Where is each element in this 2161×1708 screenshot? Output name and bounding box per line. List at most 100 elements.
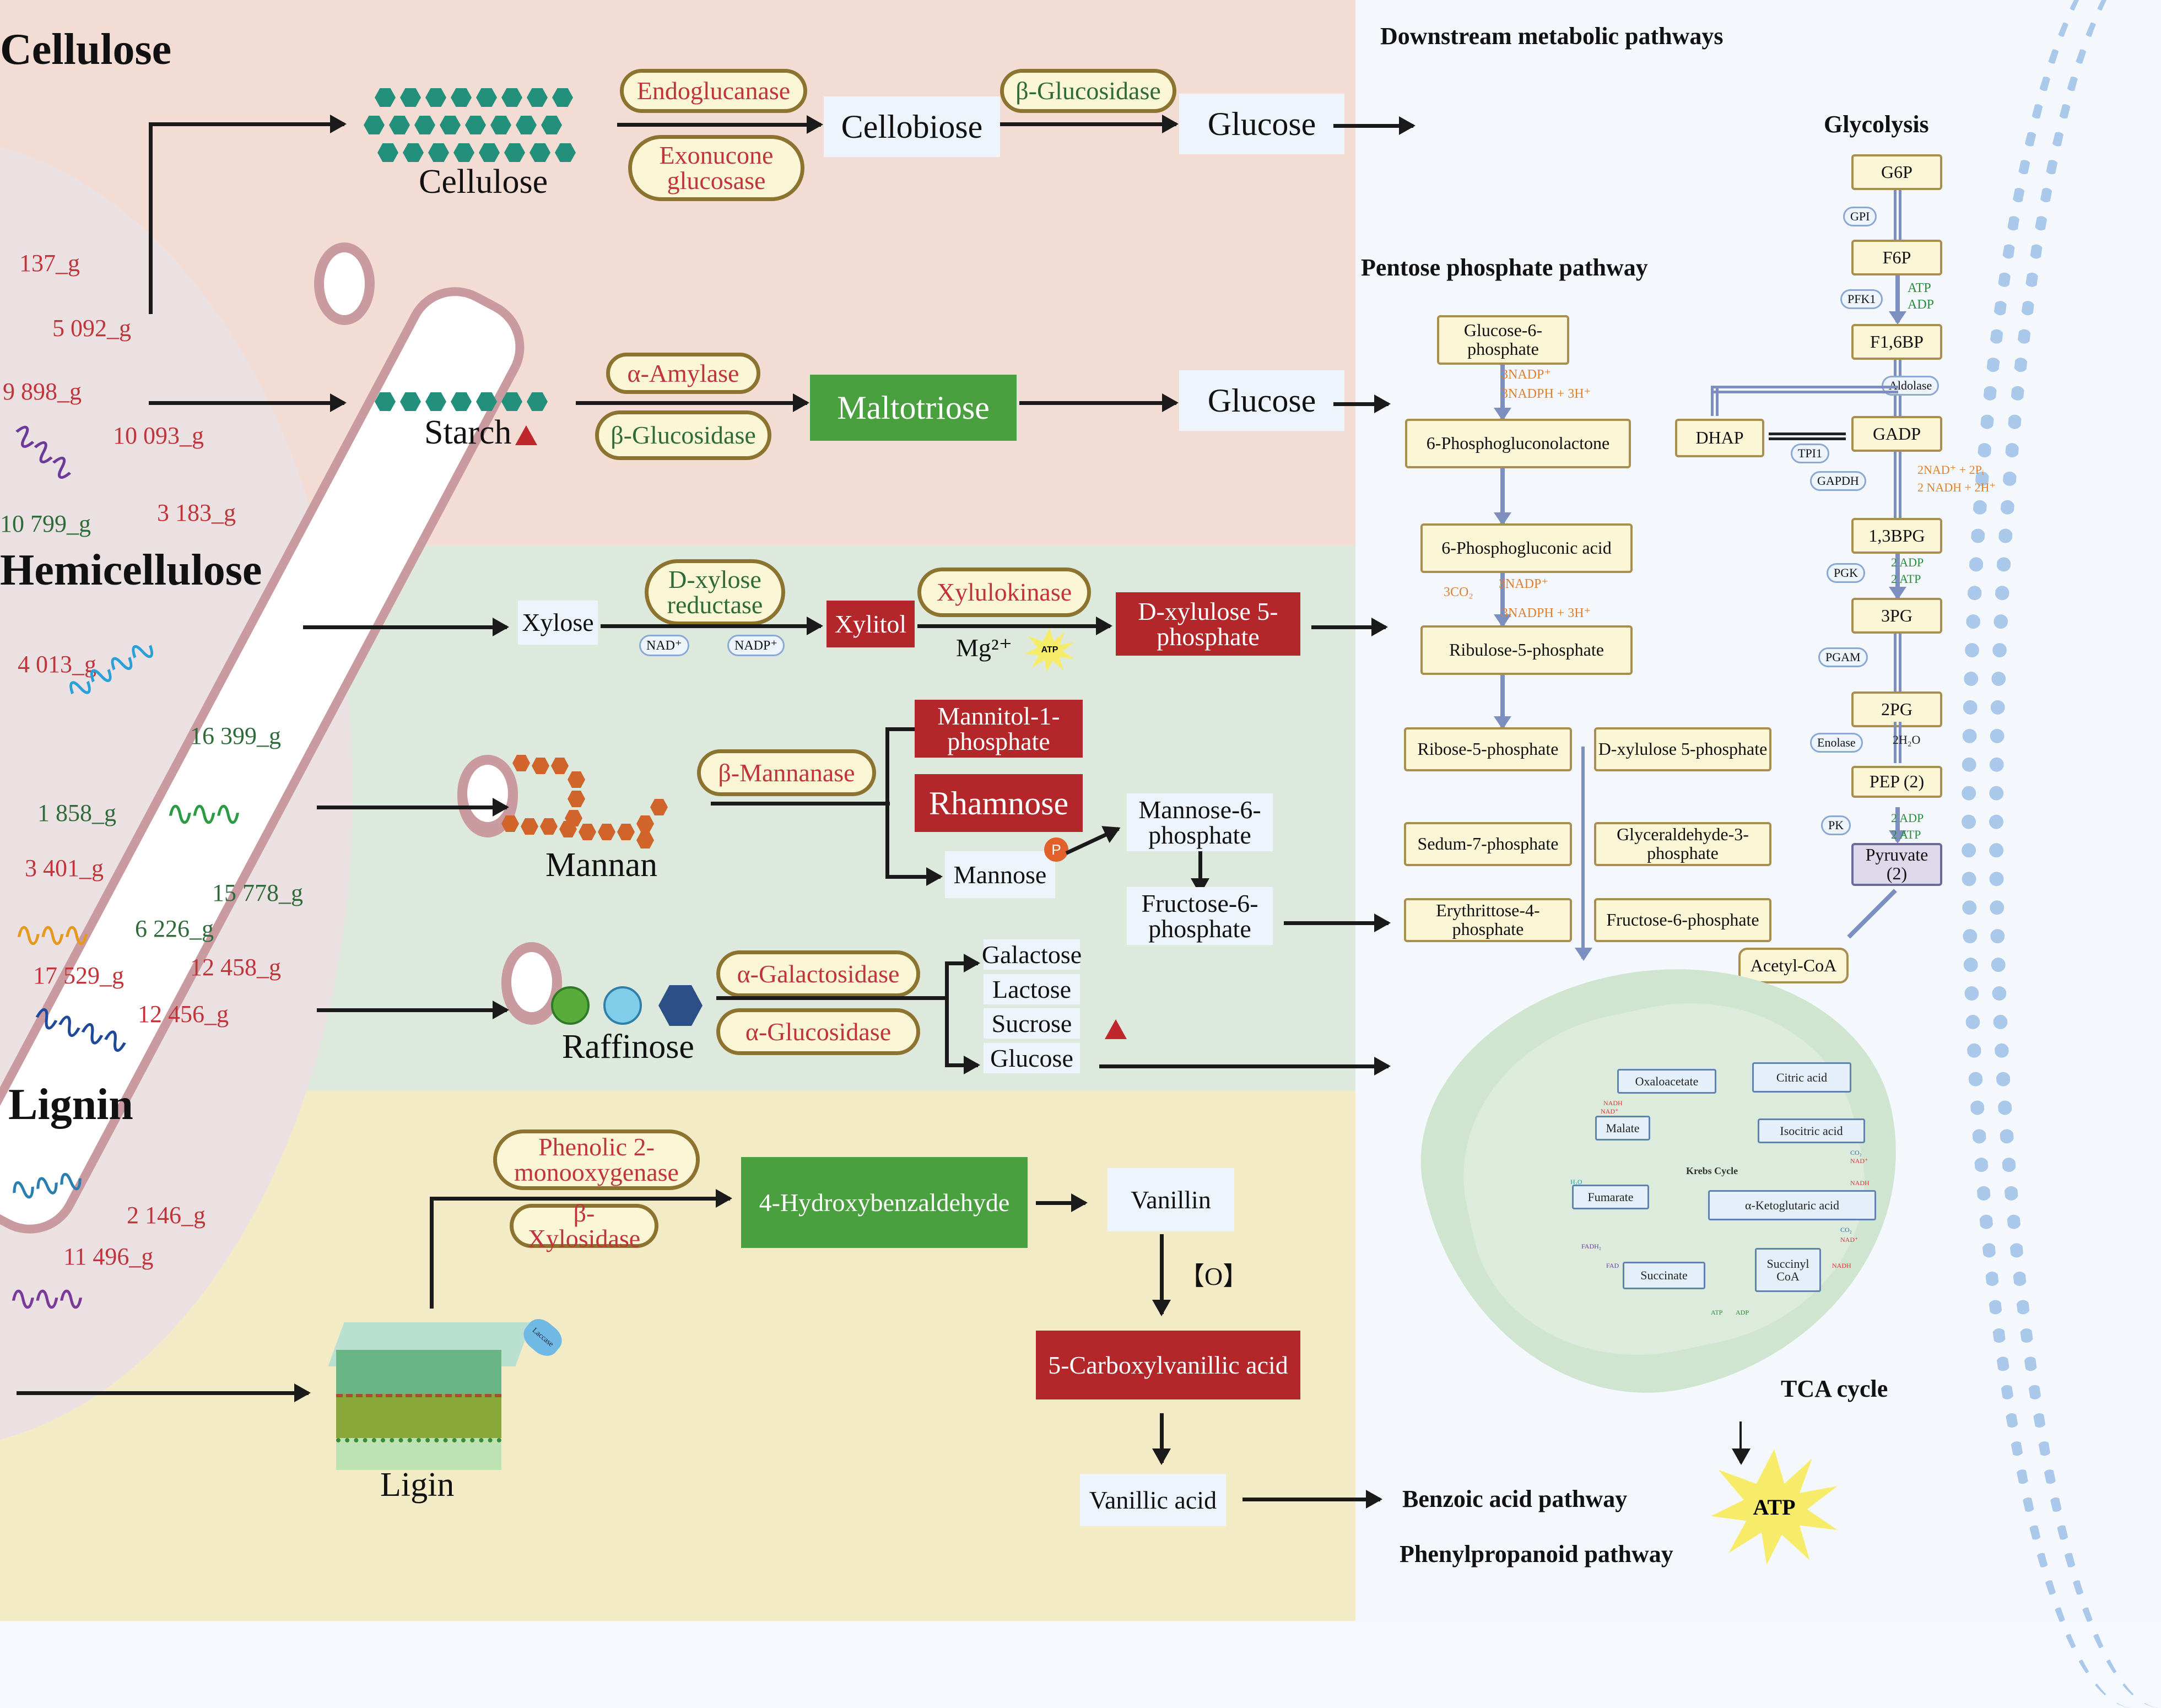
- aldolase-split-line: [1711, 386, 1898, 393]
- arrow: [430, 1189, 732, 1208]
- arrow: [945, 1056, 980, 1074]
- mannan-chain-icon: [501, 755, 722, 848]
- benzoic-acid-pathway-label: Benzoic acid pathway: [1402, 1485, 1628, 1512]
- enzyme-pk: PK: [1821, 815, 1851, 835]
- enzyme-pgam: PGAM: [1818, 647, 1868, 667]
- enzyme-beta-mannanase: β-Mannanase: [697, 749, 876, 796]
- arrow: [945, 954, 980, 972]
- product-vanillin: Vanillin: [1107, 1168, 1234, 1231]
- cofactor-label: NADH: [1850, 1179, 1870, 1187]
- reversible-arrow: [1894, 452, 1901, 518]
- cofactor-label: 2H₂O: [1893, 733, 1921, 747]
- ppp-6-phosphogluconolactone: 6-Phosphogluconolactone: [1405, 419, 1631, 468]
- arrow: [317, 798, 509, 817]
- enzyme-pfk1: PFK1: [1840, 289, 1883, 309]
- gene-label: 5 092_g: [52, 315, 131, 342]
- product-maltotriose: Maltotriose: [810, 375, 1017, 441]
- reversible-arrow: [1894, 722, 1901, 763]
- gene-label: 15 778_g: [212, 879, 303, 906]
- ppp-fructose-6-phosphate: Fructose-6-phosphate: [1594, 898, 1771, 942]
- cofactor-label: 3NADPH + 3H⁺: [1501, 387, 1591, 401]
- cofactor-label: NAD⁺: [1840, 1236, 1859, 1244]
- gene-label: 2 146_g: [127, 1202, 206, 1229]
- reversible-arrow: [1894, 634, 1901, 691]
- product-galactose: Galactose: [982, 939, 1082, 970]
- dna-icon: ∿∿∿: [14, 915, 91, 954]
- arrow: [1099, 1057, 1391, 1075]
- gene-label: 137_g: [19, 250, 80, 277]
- krebs-succinate: Succinate: [1623, 1262, 1705, 1289]
- enzyme-tpi1: TPI1: [1791, 444, 1829, 463]
- section-title-hemicellulose: Hemicellulose: [0, 546, 262, 594]
- krebs-citric-acid: Citric acid: [1752, 1062, 1851, 1093]
- gene-label: 10 799_g: [0, 510, 91, 537]
- glycolysis-pep: PEP (2): [1851, 766, 1942, 798]
- mannan-label: Mannan: [545, 846, 658, 884]
- enzyme-endoglucanase: Endoglucanase: [620, 69, 807, 113]
- gene-label: 6 226_g: [135, 915, 214, 942]
- cofactor-label: ADP: [1908, 298, 1935, 312]
- cofactor-label: ATP: [1711, 1309, 1723, 1316]
- phenylpropanoid-pathway-label: Phenylpropanoid pathway: [1400, 1541, 1673, 1568]
- cellulose-chain-icon: [375, 88, 573, 107]
- connector-line: [430, 1198, 434, 1309]
- ppp-d-xylulose-5-phosphate: D-xylulose 5-phosphate: [1594, 727, 1771, 771]
- product-rhamnose: Rhamnose: [915, 774, 1083, 832]
- cofactor-label: NADH: [1603, 1099, 1623, 1107]
- krebs-alpha-ketoglutaric-acid: α-Ketoglutaric acid: [1708, 1190, 1876, 1220]
- aldolase-split-line: [1711, 386, 1719, 416]
- enzyme-gapdh: GAPDH: [1810, 471, 1866, 491]
- flow-arrow: [1889, 275, 1906, 325]
- reversible-arrow: [1894, 190, 1901, 240]
- product-xylose: Xylose: [518, 601, 598, 645]
- arrow: [1242, 1490, 1382, 1509]
- enzyme-enolase: Enolase: [1810, 733, 1863, 753]
- cofactor-label: 3NADPH + 3H⁺: [1501, 606, 1591, 620]
- arrow: [917, 617, 1112, 635]
- enzyme-beta-xylosidase: β-Xylosidase: [510, 1201, 658, 1251]
- gene-label: 12 458_g: [190, 954, 281, 981]
- gene-label: 3 401_g: [25, 855, 104, 882]
- ppp-6-phosphogluconic-acid: 6-Phosphogluconic acid: [1420, 523, 1633, 573]
- enzyme-beta-glucosidase: β-Glucosidase: [1000, 69, 1176, 113]
- gene-label: 12 456_g: [138, 1001, 229, 1028]
- product-mannitol-1-phosphate: Mannitol-1-phosphate: [915, 700, 1083, 758]
- cofactor-label: 2 NADH + 2H⁺: [1917, 480, 1996, 494]
- product-d-xylulose-5-phosphate: D-xylulose 5-phosphate: [1116, 592, 1300, 656]
- glycolysis-pyruvate: Pyruvate (2): [1851, 843, 1942, 886]
- cofactor-label: 2 ATP: [1891, 572, 1921, 586]
- gene-label: 3 183_g: [157, 499, 236, 526]
- arrow: [1152, 1413, 1171, 1465]
- oxidation-label: 【O】: [1179, 1262, 1249, 1290]
- reversible-arrow: [1769, 433, 1846, 440]
- lignin-structure-icon: [328, 1322, 532, 1470]
- cofactor-label: CO₂: [1850, 1149, 1862, 1156]
- fructose-unit-icon: [658, 985, 703, 1026]
- enzyme-phenolic-2-monooxygenase: Phenolic 2-monooxygenase: [493, 1129, 700, 1190]
- cofactor-label: 3CO₂: [1444, 585, 1473, 599]
- gene-label: 17 529_g: [33, 962, 124, 989]
- ppp-sedum-7-phosphate: Sedum-7-phosphate: [1404, 822, 1572, 866]
- starch-label: Starch: [424, 414, 512, 451]
- cofactor-label: NAD⁺: [1850, 1157, 1868, 1165]
- cellulose-label: Cellulose: [419, 163, 548, 201]
- cofactor-label: NADH: [1832, 1262, 1851, 1269]
- galactose-unit-icon: [551, 986, 590, 1025]
- arrow: [1333, 394, 1391, 413]
- product-glucose: Glucose: [1179, 370, 1344, 431]
- cofactor-label: 2NAD⁺ + 2Pᵢ: [1917, 463, 1984, 477]
- flow-arrow: [1494, 468, 1511, 526]
- ppp-ribose-5-phosphate: Ribose-5-phosphate: [1404, 727, 1572, 771]
- connector-line: [716, 996, 948, 1000]
- product-fructose-6-phosphate: Fructose-6-phosphate: [1127, 887, 1273, 945]
- krebs-fumarate: Fumarate: [1572, 1185, 1649, 1209]
- arrow: [1333, 116, 1416, 135]
- dna-icon: ∿∿∿: [165, 794, 243, 833]
- arrow: [576, 393, 809, 412]
- product-mannose-6-phosphate: Mannose-6-phosphate: [1127, 793, 1273, 851]
- dna-icon: ∿∿∿: [8, 1279, 86, 1318]
- product-glucose: Glucose: [1179, 94, 1344, 154]
- glycolysis-2pg: 2PG: [1851, 691, 1942, 727]
- glycolysis-title: Glycolysis: [1824, 111, 1929, 138]
- arrow: [303, 618, 509, 636]
